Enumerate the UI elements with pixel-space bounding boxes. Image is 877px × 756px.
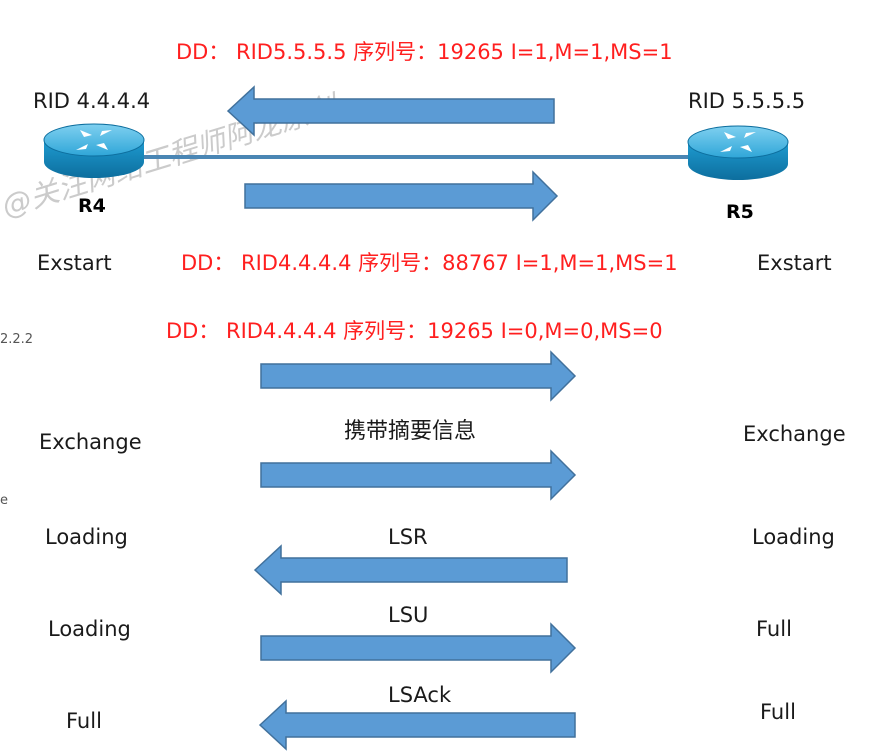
- arrow-right-summary: [260, 449, 577, 501]
- lsr-label: LSR: [388, 525, 428, 549]
- r5-state-exstart: Exstart: [757, 251, 832, 275]
- r4-state-exstart: Exstart: [37, 251, 112, 275]
- arrow-right-dd-final: [260, 350, 577, 402]
- arrow-right-lsu: [260, 622, 577, 674]
- edge-fragment-top: 2.2.2: [0, 332, 34, 347]
- edge-fragment-mid: e: [0, 493, 8, 508]
- arrow-left-lsr: [253, 544, 568, 596]
- r5-rid-label: RID 5.5.5.5: [688, 89, 806, 113]
- r5-name-label: R5: [726, 201, 754, 223]
- lsu-label: LSU: [388, 603, 429, 627]
- router-r4-icon: [43, 123, 145, 178]
- dd-packet-label-r5: DD： RID5.5.5.5 序列号：19265 I=1,M=1,MS=1: [176, 40, 673, 64]
- r4-state-exchange: Exchange: [39, 430, 142, 454]
- dd-packet-label-final: DD： RID4.4.4.4 序列号：19265 I=0,M=0,MS=0: [166, 319, 663, 343]
- r4-rid-label: RID 4.4.4.4: [33, 89, 151, 113]
- r5-state-full-1: Full: [756, 617, 792, 641]
- dd-packet-label-r4: DD： RID4.4.4.4 序列号：88767 I=1,M=1,MS=1: [181, 251, 678, 275]
- router-r5-icon: [687, 125, 789, 180]
- r5-state-full-2: Full: [760, 700, 796, 724]
- arrow-left-dd-r5: [226, 85, 555, 137]
- r4-state-full: Full: [66, 709, 102, 733]
- r5-state-exchange: Exchange: [743, 422, 846, 446]
- r4-state-loading-2: Loading: [48, 617, 131, 641]
- arrow-left-lsack: [258, 699, 576, 751]
- lsack-label: LSAck: [388, 683, 452, 707]
- r5-state-loading: Loading: [752, 525, 835, 549]
- r4-name-label: R4: [78, 195, 106, 217]
- r4-state-loading-1: Loading: [45, 525, 128, 549]
- summary-info-label: 携带摘要信息: [344, 419, 477, 444]
- arrow-right-dd-r4: [244, 170, 559, 222]
